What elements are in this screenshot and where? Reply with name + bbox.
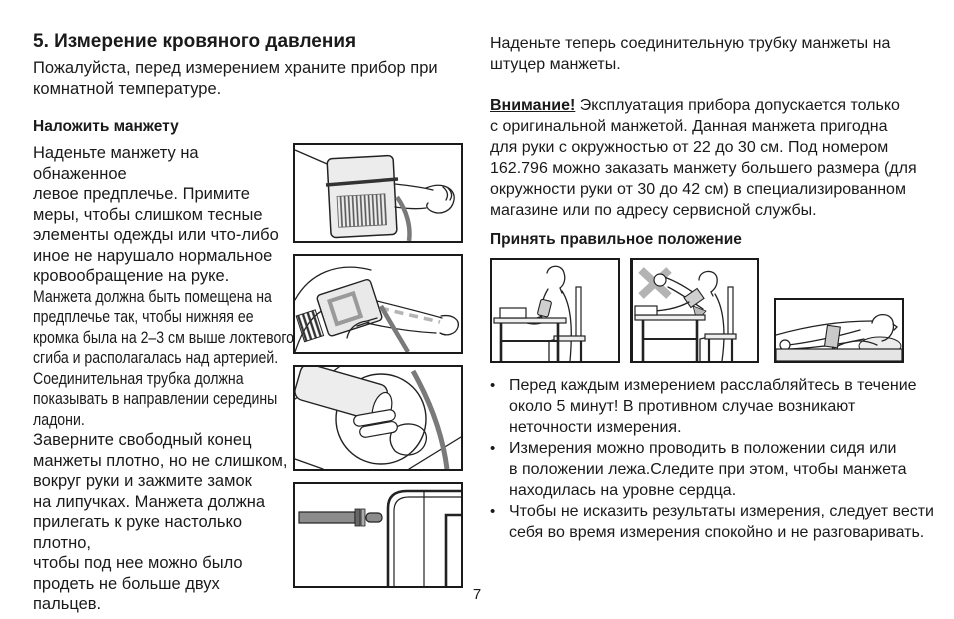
bullet-marker: •	[490, 503, 496, 520]
right-column: Наденьте теперь соединительную трубку ма…	[490, 33, 938, 543]
section-heading-apply-cuff: Наложить манжету	[33, 118, 179, 135]
bullet-marker: •	[490, 440, 496, 457]
body-paragraph-1: Наденьте манжету на обнаженное левое пре…	[33, 144, 279, 285]
cuff-wrapped-dashed-line-to-palm-illustration	[293, 254, 463, 354]
left-body: Наденьте манжету на обнаженное левое пре…	[33, 143, 463, 615]
warning-label: Внимание!	[490, 97, 576, 114]
bullet-item: • Измерения можно проводить в положении …	[490, 438, 938, 501]
two-fingers-under-cuff-closeup-illustration	[293, 365, 463, 471]
left-column: 5. Измерение кровяного давления Пожалуйс…	[33, 30, 463, 615]
cuff-unrolled-over-forearm-illustration	[293, 143, 463, 243]
page-title: 5. Измерение кровяного давления	[33, 31, 357, 52]
tube-paragraph: Наденьте теперь соединительную трубку ма…	[490, 35, 891, 73]
bullet-text: Измерения можно проводить в положении си…	[509, 440, 907, 499]
body-paragraph-2: Манжета должна быть помещена на предплеч…	[33, 287, 295, 429]
sitting-at-table-correct-position-illustration	[490, 258, 620, 363]
intro-paragraph: Пожалуйста, перед измерением храните при…	[33, 59, 438, 98]
warning-text: Эксплуатация прибора допускается только …	[490, 97, 917, 219]
left-body-text: Наденьте манжету на обнаженное левое пре…	[33, 143, 295, 615]
bullet-text: Чтобы не исказить результаты измерения, …	[509, 503, 934, 541]
right-figures	[490, 258, 938, 363]
warning-paragraph: Внимание! Эксплуатация прибора допускает…	[490, 95, 938, 221]
bullet-text: Перед каждым измерением расслабляйтесь в…	[509, 377, 917, 436]
left-figures	[293, 143, 463, 615]
page-number: 7	[472, 586, 482, 603]
instruction-bullets: • Перед каждым измерением расслабляйтесь…	[490, 375, 938, 543]
tube-connector-into-device-illustration	[293, 482, 463, 588]
body-paragraph-3: Заверните свободный конец манжеты плотно…	[33, 431, 288, 613]
sitting-arm-raised-crossed-out-illustration	[630, 258, 759, 363]
bullet-item: • Чтобы не исказить результаты измерения…	[490, 501, 938, 543]
bullet-item: • Перед каждым измерением расслабляйтесь…	[490, 375, 938, 438]
lying-down-position-illustration	[774, 298, 904, 363]
section-heading-correct-position: Принять правильное положение	[490, 231, 742, 248]
bullet-marker: •	[490, 377, 496, 394]
